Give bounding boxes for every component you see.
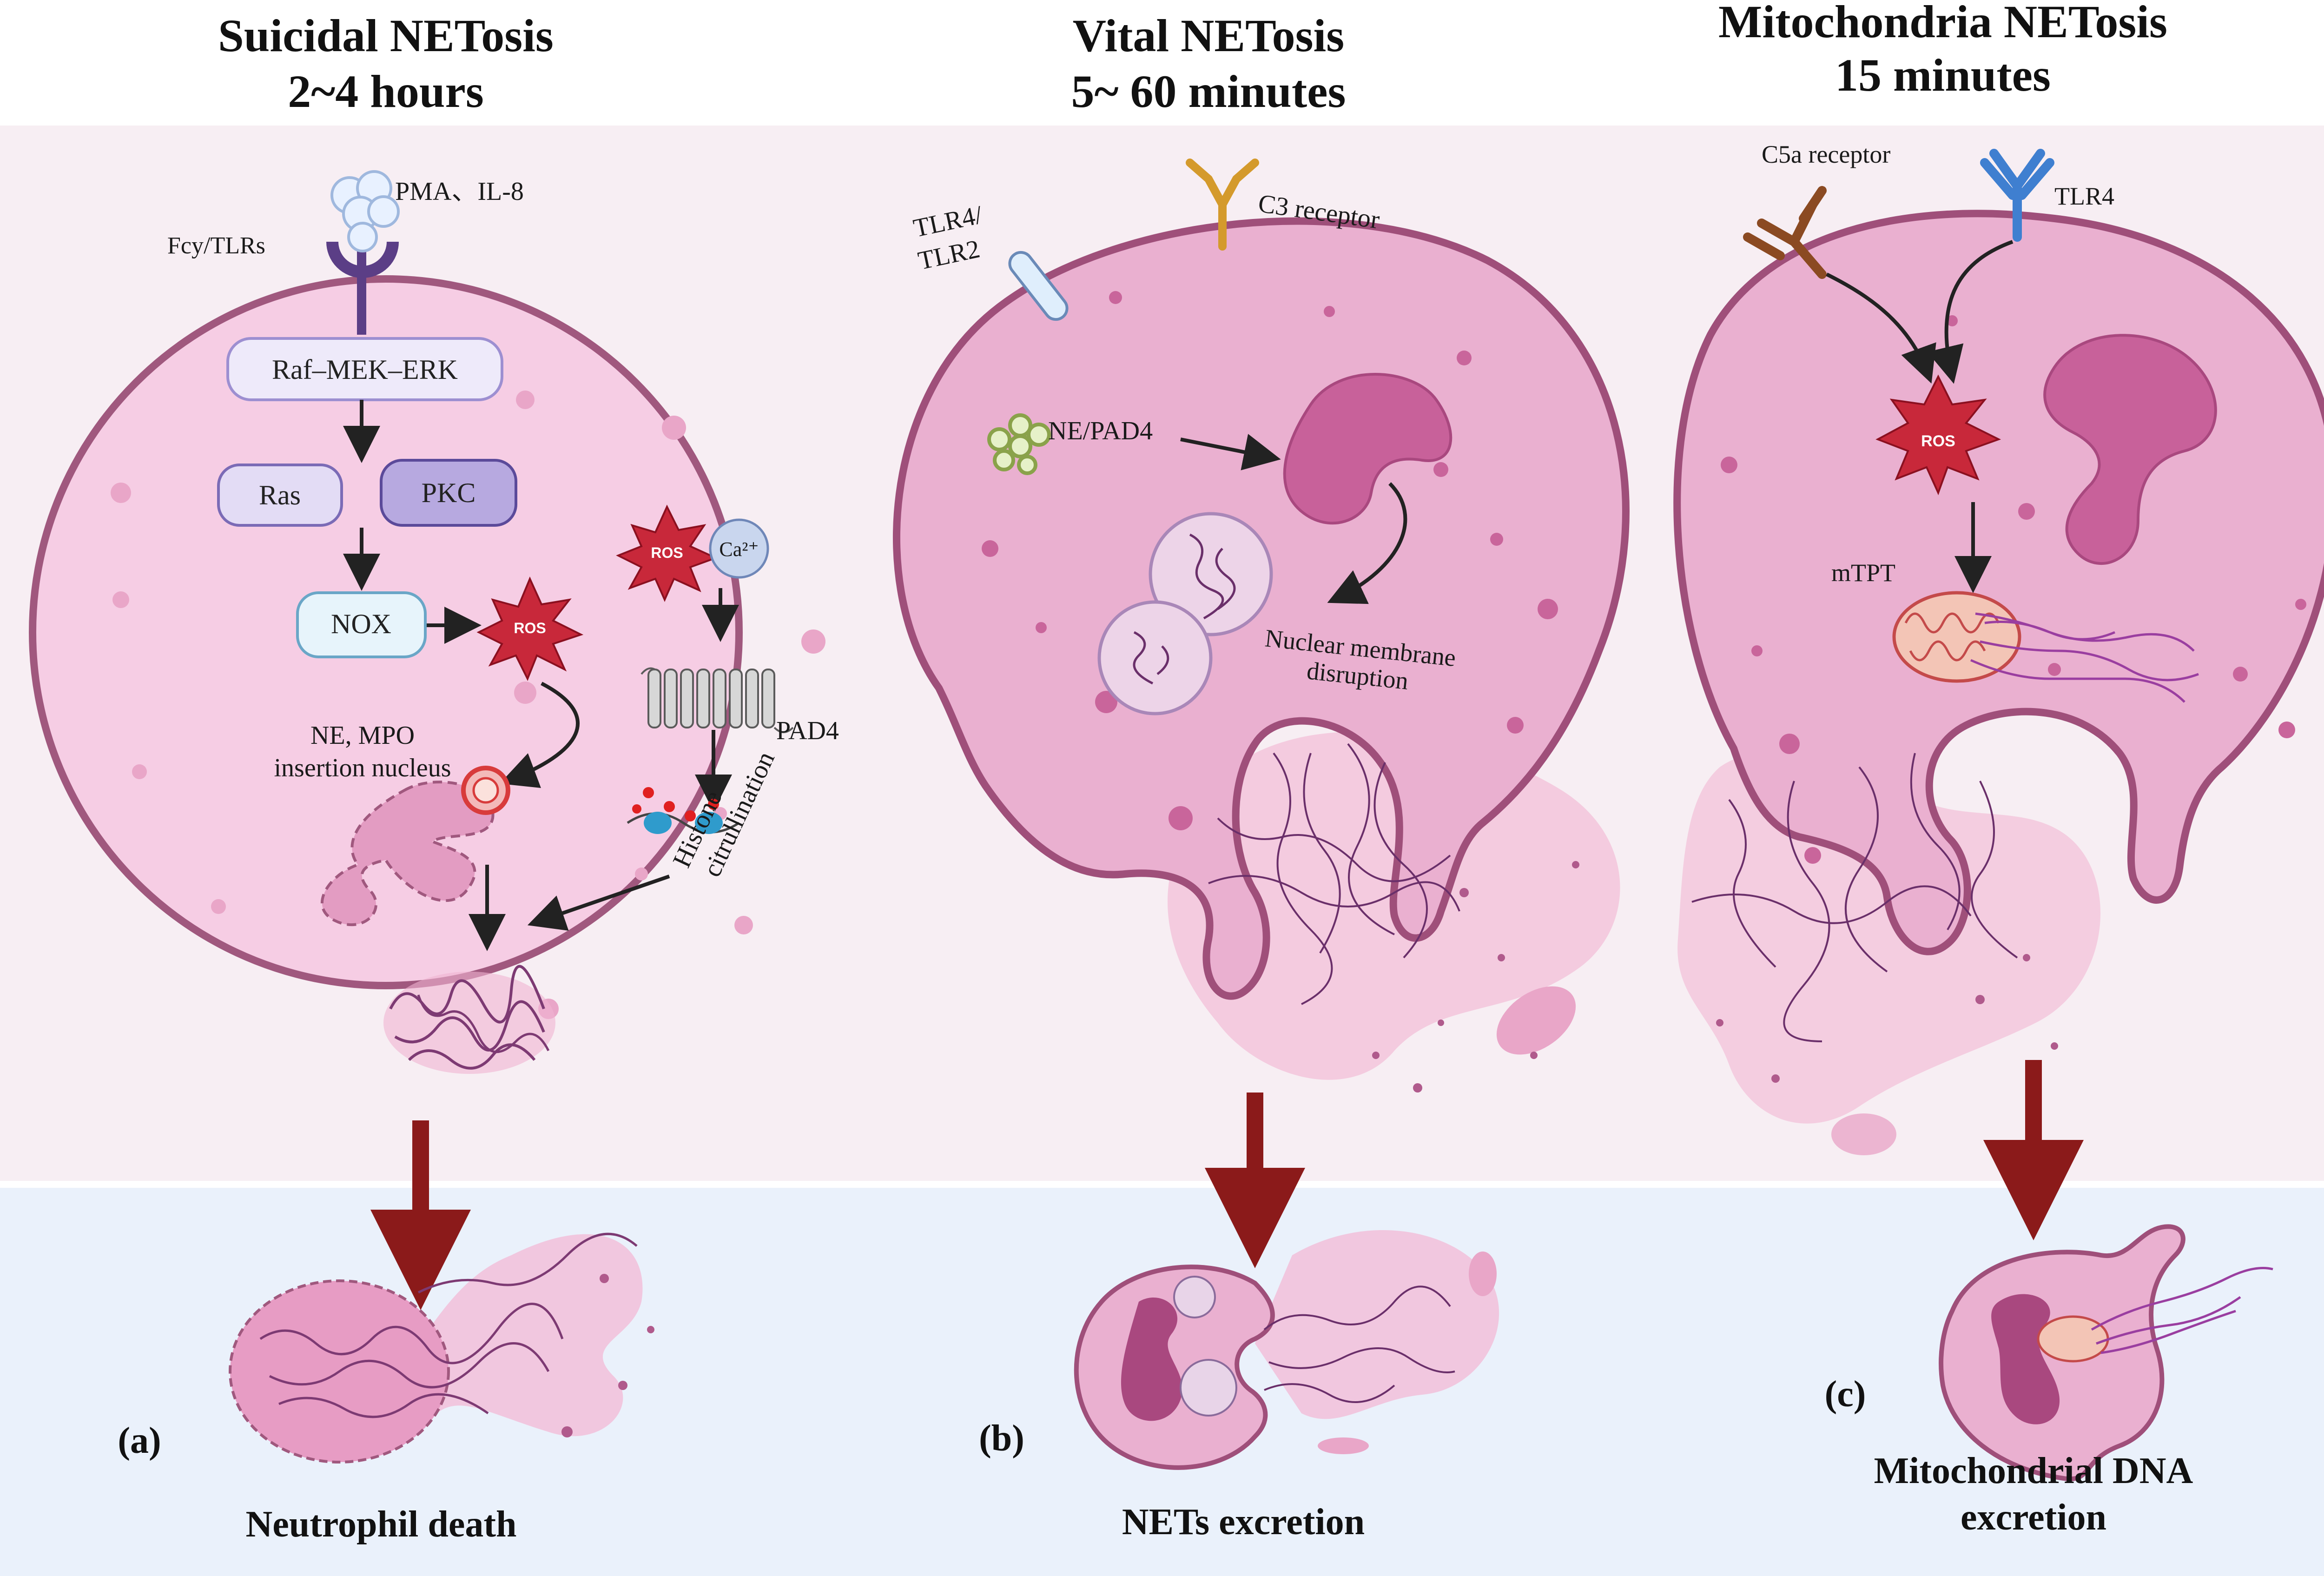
mitochondria-icon bbox=[1892, 591, 2199, 703]
pkc-label: PKC bbox=[422, 477, 476, 508]
vesicle-c bbox=[1831, 1113, 1896, 1155]
receptor-label-a: Fcy/TLRs bbox=[167, 232, 265, 259]
tlr4-tlr2-receptor-icon bbox=[1008, 251, 1069, 321]
arrow-histone-to-dna bbox=[527, 874, 670, 931]
neutrophil-death-icon bbox=[229, 1232, 654, 1463]
title-a-line2: 2~4 hours bbox=[288, 66, 484, 117]
nox-box bbox=[296, 591, 427, 658]
panel-c: C5a receptor TLR4 ROS mTPT bbox=[1673, 140, 2324, 1538]
ros-label-a2: ROS bbox=[651, 544, 683, 561]
raf-mek-erk-label: Raf–MEK–ERK bbox=[272, 354, 458, 385]
arrow-tlr4-to-ros bbox=[1927, 240, 2014, 384]
ros-burst-icon-a bbox=[476, 576, 584, 681]
vesicle-b bbox=[1496, 986, 1576, 1055]
net-particles-b bbox=[1372, 861, 1579, 1093]
ras-label: Ras bbox=[259, 480, 301, 510]
ros-burst-icon-c bbox=[1875, 374, 2001, 496]
ne-mpo-label-line1: NE, MPO bbox=[310, 721, 415, 750]
panel-b: C3 receptor TLR4/ TLR2 NE/PAD4 Nuclear m… bbox=[892, 159, 1630, 1543]
fcy-tlr-receptor-icon bbox=[326, 241, 399, 335]
mtpt-label: mTPT bbox=[1831, 559, 1895, 587]
arrow-nepad4-to-nucleus bbox=[1180, 434, 1281, 470]
tlr4-label-c: TLR4 bbox=[2054, 182, 2114, 210]
disrupted-nuclear-membrane-icon bbox=[1097, 512, 1273, 715]
net-strands-c bbox=[1691, 753, 2018, 1042]
outcome-label-a: Neutrophil death bbox=[245, 1504, 516, 1545]
ros-label-a: ROS bbox=[514, 620, 546, 636]
outcome-label-c-line2: excretion bbox=[1961, 1497, 2106, 1538]
ne-mpo-label-line2: insertion nucleus bbox=[274, 754, 451, 782]
ne-pad4-label: NE/PAD4 bbox=[1048, 417, 1153, 445]
panel-label-b: (b) bbox=[979, 1418, 1024, 1459]
ros-label-c: ROS bbox=[1921, 432, 1955, 450]
title-b-line2: 5~ 60 minutes bbox=[1071, 66, 1346, 117]
pkc-box bbox=[380, 459, 517, 527]
arrow-c5a-to-ros bbox=[1826, 272, 1936, 384]
ras-box bbox=[217, 464, 343, 527]
pad4-protein-icon bbox=[640, 667, 794, 733]
panel-label-c: (c) bbox=[1825, 1374, 1866, 1415]
outcome-label-c-line1: Mitochondrial DNA bbox=[1874, 1450, 2193, 1491]
stimuli-label-a: PMA、IL-8 bbox=[395, 177, 524, 206]
panel-label-a: (a) bbox=[118, 1420, 161, 1461]
pad4-label: PAD4 bbox=[776, 716, 839, 745]
nucleus-a-icon bbox=[320, 766, 510, 927]
pma-il8-molecule-icon bbox=[330, 170, 400, 252]
ros-burst-icon-a2 bbox=[616, 504, 719, 602]
c5a-receptor-icon bbox=[1743, 186, 1827, 279]
granules-a bbox=[111, 391, 825, 1019]
histone-icon bbox=[627, 787, 740, 834]
tlr4-receptor-icon bbox=[1980, 149, 2054, 242]
outcome-label-b: NETs excretion bbox=[1122, 1502, 1365, 1543]
title-c-line1: Mitochondria NETosis bbox=[1718, 0, 2167, 47]
title-b-line1: Vital NETosis bbox=[1073, 10, 1344, 61]
title-a-line1: Suicidal NETosis bbox=[218, 10, 554, 61]
c5a-receptor-label: C5a receptor bbox=[1762, 140, 1890, 168]
nox-label: NOX bbox=[331, 609, 391, 639]
calcium-ion-icon bbox=[709, 518, 769, 579]
arrow-ros-to-nucleus bbox=[500, 682, 580, 788]
raf-mek-erk-box bbox=[226, 337, 503, 401]
calcium-label: Ca²⁺ bbox=[719, 538, 759, 561]
nucleus-b-icon bbox=[1283, 373, 1452, 525]
title-c-line2: 15 minutes bbox=[1835, 49, 2051, 101]
net-particles-c bbox=[1716, 954, 2058, 1083]
nucleus-c-icon bbox=[2043, 334, 2217, 565]
c3-receptor-icon bbox=[1186, 159, 1259, 251]
decondensed-dna-icon-a bbox=[383, 965, 555, 1074]
mitochondrial-dna-excretion-icon bbox=[1939, 1224, 2273, 1482]
arrow-nucleus-to-membrane bbox=[1327, 482, 1407, 604]
ne-pad4-granule-icon bbox=[987, 413, 1051, 475]
nets-excretion-icon bbox=[1074, 1230, 1499, 1470]
net-strands-b bbox=[1208, 743, 1460, 1005]
net-cloud-c bbox=[1677, 750, 2101, 1124]
